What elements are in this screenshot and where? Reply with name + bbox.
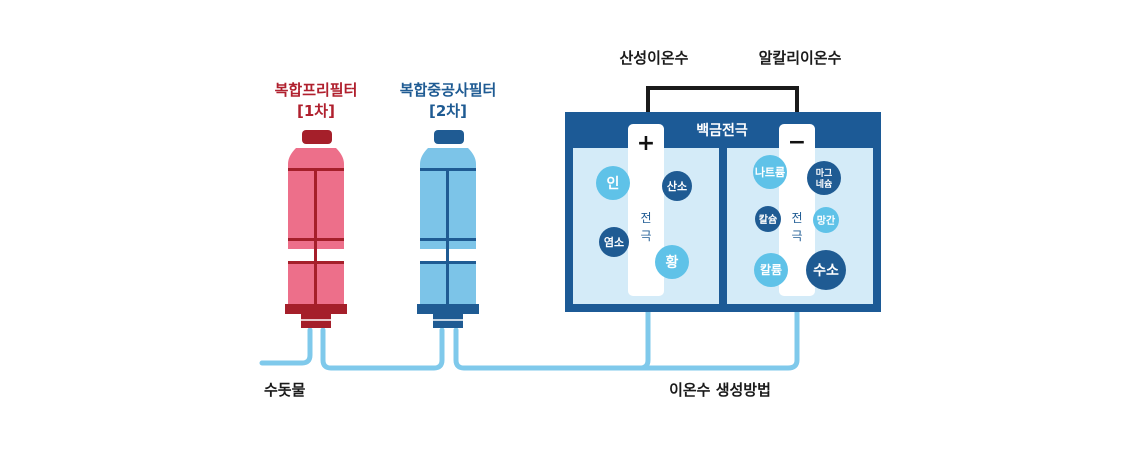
ion-manganese: 망간 <box>813 207 839 233</box>
ion-oxygen: 산소 <box>662 171 692 201</box>
ion-magnesium: 마그 네슘 <box>807 161 841 195</box>
ion-label: 수소 <box>813 263 839 279</box>
pipe-to-alkaline-outlet <box>637 309 800 371</box>
filter-2-name: 복합중공사필터 <box>400 81 497 99</box>
ion-label: 칼슘 <box>759 213 777 226</box>
filter-1-connector <box>301 314 331 328</box>
acid-water-label: 산성이온수 <box>619 49 688 67</box>
filter-2 <box>417 130 479 328</box>
pipe-inlet <box>259 327 313 366</box>
electrode-minus <box>779 124 815 296</box>
pipe-filter1-to-filter2 <box>320 327 445 371</box>
electrode-plus-label-1: 전 <box>640 211 651 225</box>
filter-1-cap <box>302 130 332 144</box>
filter-2-base <box>417 304 479 314</box>
pipe-filter2-to-tank <box>453 309 651 371</box>
ion-sulfur: 황 <box>655 245 689 279</box>
filter-1-base <box>285 304 347 314</box>
ion-label: 황 <box>666 254 679 271</box>
minus-sign: − <box>788 130 806 155</box>
ion-label: 칼륨 <box>760 262 782 277</box>
alkaline-water-label: 알칼리이온수 <box>759 49 842 67</box>
electrode-plus-label-2: 극 <box>640 229 651 243</box>
filter-1-stage: [1차] <box>297 102 335 120</box>
ion-label: 망간 <box>817 214 836 227</box>
ion-calcium: 칼슘 <box>755 206 781 232</box>
filter-2-cap <box>434 130 464 144</box>
tank-top-label: 백금전극 <box>696 122 748 139</box>
electrode-wire <box>646 86 799 134</box>
electrode-minus-label-1: 전 <box>791 211 802 225</box>
electrode-minus-label-2: 극 <box>791 229 802 243</box>
tap-water-label: 수돗물 <box>264 381 306 399</box>
ion-label-line1: 마그 <box>816 167 833 179</box>
ion-label: 인 <box>607 175 620 192</box>
ion-potassium: 칼륨 <box>754 253 788 287</box>
ion-phosphorus: 인 <box>596 166 630 200</box>
plus-sign: + <box>637 131 655 156</box>
ion-chlorine: 염소 <box>599 227 629 257</box>
filter-2-stage: [2차] <box>429 102 467 120</box>
caption-label: 이온수 생성방법 <box>669 381 771 399</box>
electrode-plus <box>628 124 664 296</box>
filter-1-name: 복합프리필터 <box>275 81 358 99</box>
ion-label-line2: 네슘 <box>816 178 833 190</box>
ion-label: 나트륨 <box>755 165 785 179</box>
ion-sodium: 나트륨 <box>753 155 787 189</box>
ion-label: 염소 <box>604 236 624 249</box>
filter-1 <box>285 130 347 328</box>
ion-label: 산소 <box>667 179 687 193</box>
electrolysis-tank: 백금전극 + − 전 극 전 극 인 산소 염소 황 나트륨 <box>565 112 881 312</box>
water-pipes <box>259 309 800 371</box>
ion-hydrogen: 수소 <box>806 250 846 290</box>
filter-2-connector <box>433 314 463 328</box>
